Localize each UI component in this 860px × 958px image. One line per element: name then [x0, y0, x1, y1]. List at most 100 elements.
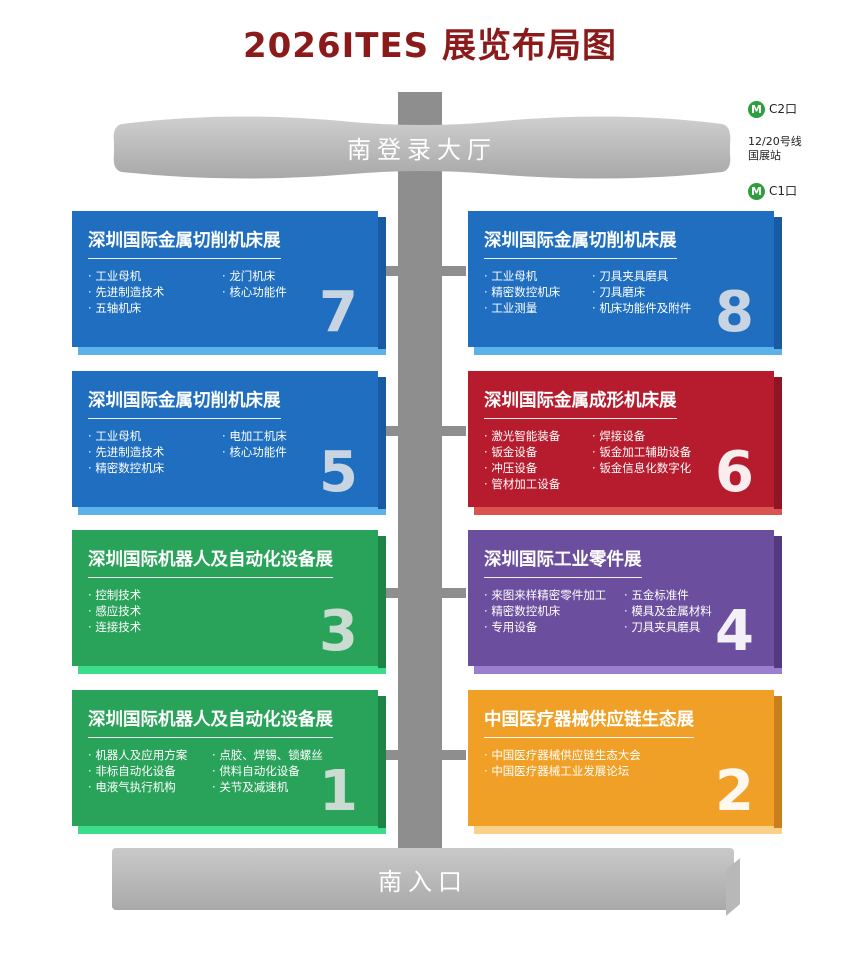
hall-item: 中国医疗器械供应链生态大会 — [484, 748, 744, 762]
lobby-shape — [113, 116, 731, 179]
hall-side — [378, 696, 386, 828]
hall-number: 1 — [319, 759, 358, 824]
hall-item: 供料自动化设备 — [212, 764, 352, 778]
hall-item: 连接技术 — [88, 620, 288, 634]
hall-name: 深圳国际机器人及自动化设备展 — [88, 706, 333, 738]
south-entrance[interactable]: 南入口 — [112, 848, 734, 910]
metro-exit-c2[interactable]: M C2口 — [748, 100, 797, 118]
hall-item: 钣金设备 — [484, 445, 590, 459]
entrance-label: 南入口 — [378, 867, 468, 896]
hall-item: 模具及金属材料 — [624, 604, 746, 618]
hall-item: 工业测量 — [484, 301, 590, 315]
lobby-label: 南登录大厅 — [347, 135, 497, 164]
hall-name: 深圳国际金属切削机床展 — [88, 227, 281, 259]
hall-face: 深圳国际机器人及自动化设备展 机器人及应用方案 点胶、焊锡、锁螺丝 非标自动化设… — [72, 690, 378, 826]
hall-item: 感应技术 — [88, 604, 288, 618]
hall-name: 深圳国际工业零件展 — [484, 546, 642, 578]
hall-item: 点胶、焊锡、锁螺丝 — [212, 748, 352, 762]
hall-item: 龙门机床 — [222, 269, 352, 283]
hall-item: 精密数控机床 — [88, 461, 220, 475]
south-registration-hall[interactable]: 南登录大厅 — [112, 104, 732, 190]
hall-item: 控制技术 — [88, 588, 288, 602]
hall-item: 关节及减速机 — [212, 780, 352, 794]
hall-name: 深圳国际金属成形机床展 — [484, 387, 677, 419]
hall-item: 刀具磨床 — [592, 285, 742, 299]
hall-shadow — [78, 347, 386, 355]
hall-item-list: 机器人及应用方案 点胶、焊锡、锁螺丝 非标自动化设备 供料自动化设备 电液气执行… — [88, 748, 360, 794]
hall-name: 深圳国际金属切削机床展 — [88, 387, 281, 419]
hall-item: 工业母机 — [484, 269, 590, 283]
hall-item-list: 中国医疗器械供应链生态大会 中国医疗器械工业发展论坛 — [484, 748, 756, 778]
hall-item: 电液气执行机构 — [88, 780, 210, 794]
hall-item: 非标自动化设备 — [88, 764, 210, 778]
hall-item: 核心功能件 — [222, 445, 352, 459]
hall-shadow — [474, 826, 782, 834]
hall-side — [378, 377, 386, 509]
hall-item: 先进制造技术 — [88, 445, 220, 459]
hall-item: 先进制造技术 — [88, 285, 220, 299]
hall-7[interactable]: 深圳国际金属切削机床展 工业母机 龙门机床 先进制造技术 核心功能件 五轴机床 … — [72, 211, 386, 355]
hall-item: 钣金信息化数字化 — [592, 461, 742, 475]
hall-item: 电加工机床 — [222, 429, 352, 443]
hall-item-list: 工业母机 龙门机床 先进制造技术 核心功能件 五轴机床 — [88, 269, 360, 315]
hall-item: 中国医疗器械工业发展论坛 — [484, 764, 744, 778]
hall-item: 来图来样精密零件加工 — [484, 588, 622, 602]
corridor-branch — [376, 266, 466, 276]
hall-side — [378, 217, 386, 349]
hall-item: 钣金加工辅助设备 — [592, 445, 742, 459]
hall-item: 刀具夹具磨具 — [592, 269, 742, 283]
hall-number: 7 — [319, 280, 358, 345]
metro-exit-label: C1口 — [769, 184, 798, 198]
hall-face: 中国医疗器械供应链生态展 中国医疗器械供应链生态大会 中国医疗器械工业发展论坛 — [468, 690, 774, 826]
hall-item: 激光智能装备 — [484, 429, 590, 443]
page-title: 2026ITES 展览布局图 — [242, 26, 618, 66]
hall-shadow — [78, 826, 386, 834]
hall-side — [774, 536, 782, 668]
hall-2[interactable]: 中国医疗器械供应链生态展 中国医疗器械供应链生态大会 中国医疗器械工业发展论坛 … — [468, 690, 782, 834]
hall-shadow — [474, 507, 782, 515]
hall-number: 5 — [319, 440, 358, 505]
hall-item: 工业母机 — [88, 429, 220, 443]
hall-item: 机床功能件及附件 — [592, 301, 742, 315]
hall-shadow — [474, 666, 782, 674]
metro-exit-label: C2口 — [769, 102, 798, 116]
hall-item: 机器人及应用方案 — [88, 748, 210, 762]
hall-side — [774, 696, 782, 828]
hall-number: 8 — [715, 280, 754, 345]
hall-number: 2 — [715, 759, 754, 824]
hall-item: 工业母机 — [88, 269, 220, 283]
hall-item-list: 控制技术 感应技术 连接技术 — [88, 588, 360, 634]
hall-number: 6 — [715, 440, 754, 505]
hall-item: 专用设备 — [484, 620, 622, 634]
hall-3[interactable]: 深圳国际机器人及自动化设备展 控制技术 感应技术 连接技术 3 — [72, 530, 386, 674]
hall-1[interactable]: 深圳国际机器人及自动化设备展 机器人及应用方案 点胶、焊锡、锁螺丝 非标自动化设… — [72, 690, 386, 834]
hall-name: 深圳国际机器人及自动化设备展 — [88, 546, 333, 578]
corridor-branch — [376, 750, 466, 760]
hall-face: 深圳国际金属切削机床展 工业母机 电加工机床 先进制造技术 核心功能件 精密数控… — [72, 371, 378, 507]
hall-item: 刀具夹具磨具 — [624, 620, 746, 634]
hall-item-list: 激光智能装备 焊接设备 钣金设备 钣金加工辅助设备 冲压设备 钣金信息化数字化 … — [484, 429, 756, 491]
hall-item: 五轴机床 — [88, 301, 220, 315]
hall-item: 核心功能件 — [222, 285, 352, 299]
hall-side — [774, 217, 782, 349]
hall-side — [378, 536, 386, 668]
hall-item: 五金标准件 — [624, 588, 746, 602]
hall-item: 精密数控机床 — [484, 285, 590, 299]
hall-face: 深圳国际工业零件展 来图来样精密零件加工 五金标准件 精密数控机床 模具及金属材… — [468, 530, 774, 666]
hall-item-list: 工业母机 电加工机床 先进制造技术 核心功能件 精密数控机床 — [88, 429, 360, 475]
hall-item: 精密数控机床 — [484, 604, 622, 618]
central-corridor — [398, 92, 442, 852]
metro-icon: M — [748, 101, 765, 118]
hall-item-list: 工业母机 刀具夹具磨具 精密数控机床 刀具磨床 工业测量 机床功能件及附件 — [484, 269, 756, 315]
hall-face: 深圳国际金属切削机床展 工业母机 刀具夹具磨具 精密数控机床 刀具磨床 工业测量… — [468, 211, 774, 347]
hall-item: 冲压设备 — [484, 461, 590, 475]
hall-5[interactable]: 深圳国际金属切削机床展 工业母机 电加工机床 先进制造技术 核心功能件 精密数控… — [72, 371, 386, 515]
metro-lines: 12/20号线 — [748, 135, 802, 148]
corridor-branch — [376, 426, 466, 436]
hall-8[interactable]: 深圳国际金属切削机床展 工业母机 刀具夹具磨具 精密数控机床 刀具磨床 工业测量… — [468, 211, 782, 355]
hall-4[interactable]: 深圳国际工业零件展 来图来样精密零件加工 五金标准件 精密数控机床 模具及金属材… — [468, 530, 782, 674]
corridor-branch — [376, 588, 466, 598]
hall-item-list: 来图来样精密零件加工 五金标准件 精密数控机床 模具及金属材料 专用设备 刀具夹… — [484, 588, 756, 634]
hall-6[interactable]: 深圳国际金属成形机床展 激光智能装备 焊接设备 钣金设备 钣金加工辅助设备 冲压… — [468, 371, 782, 515]
